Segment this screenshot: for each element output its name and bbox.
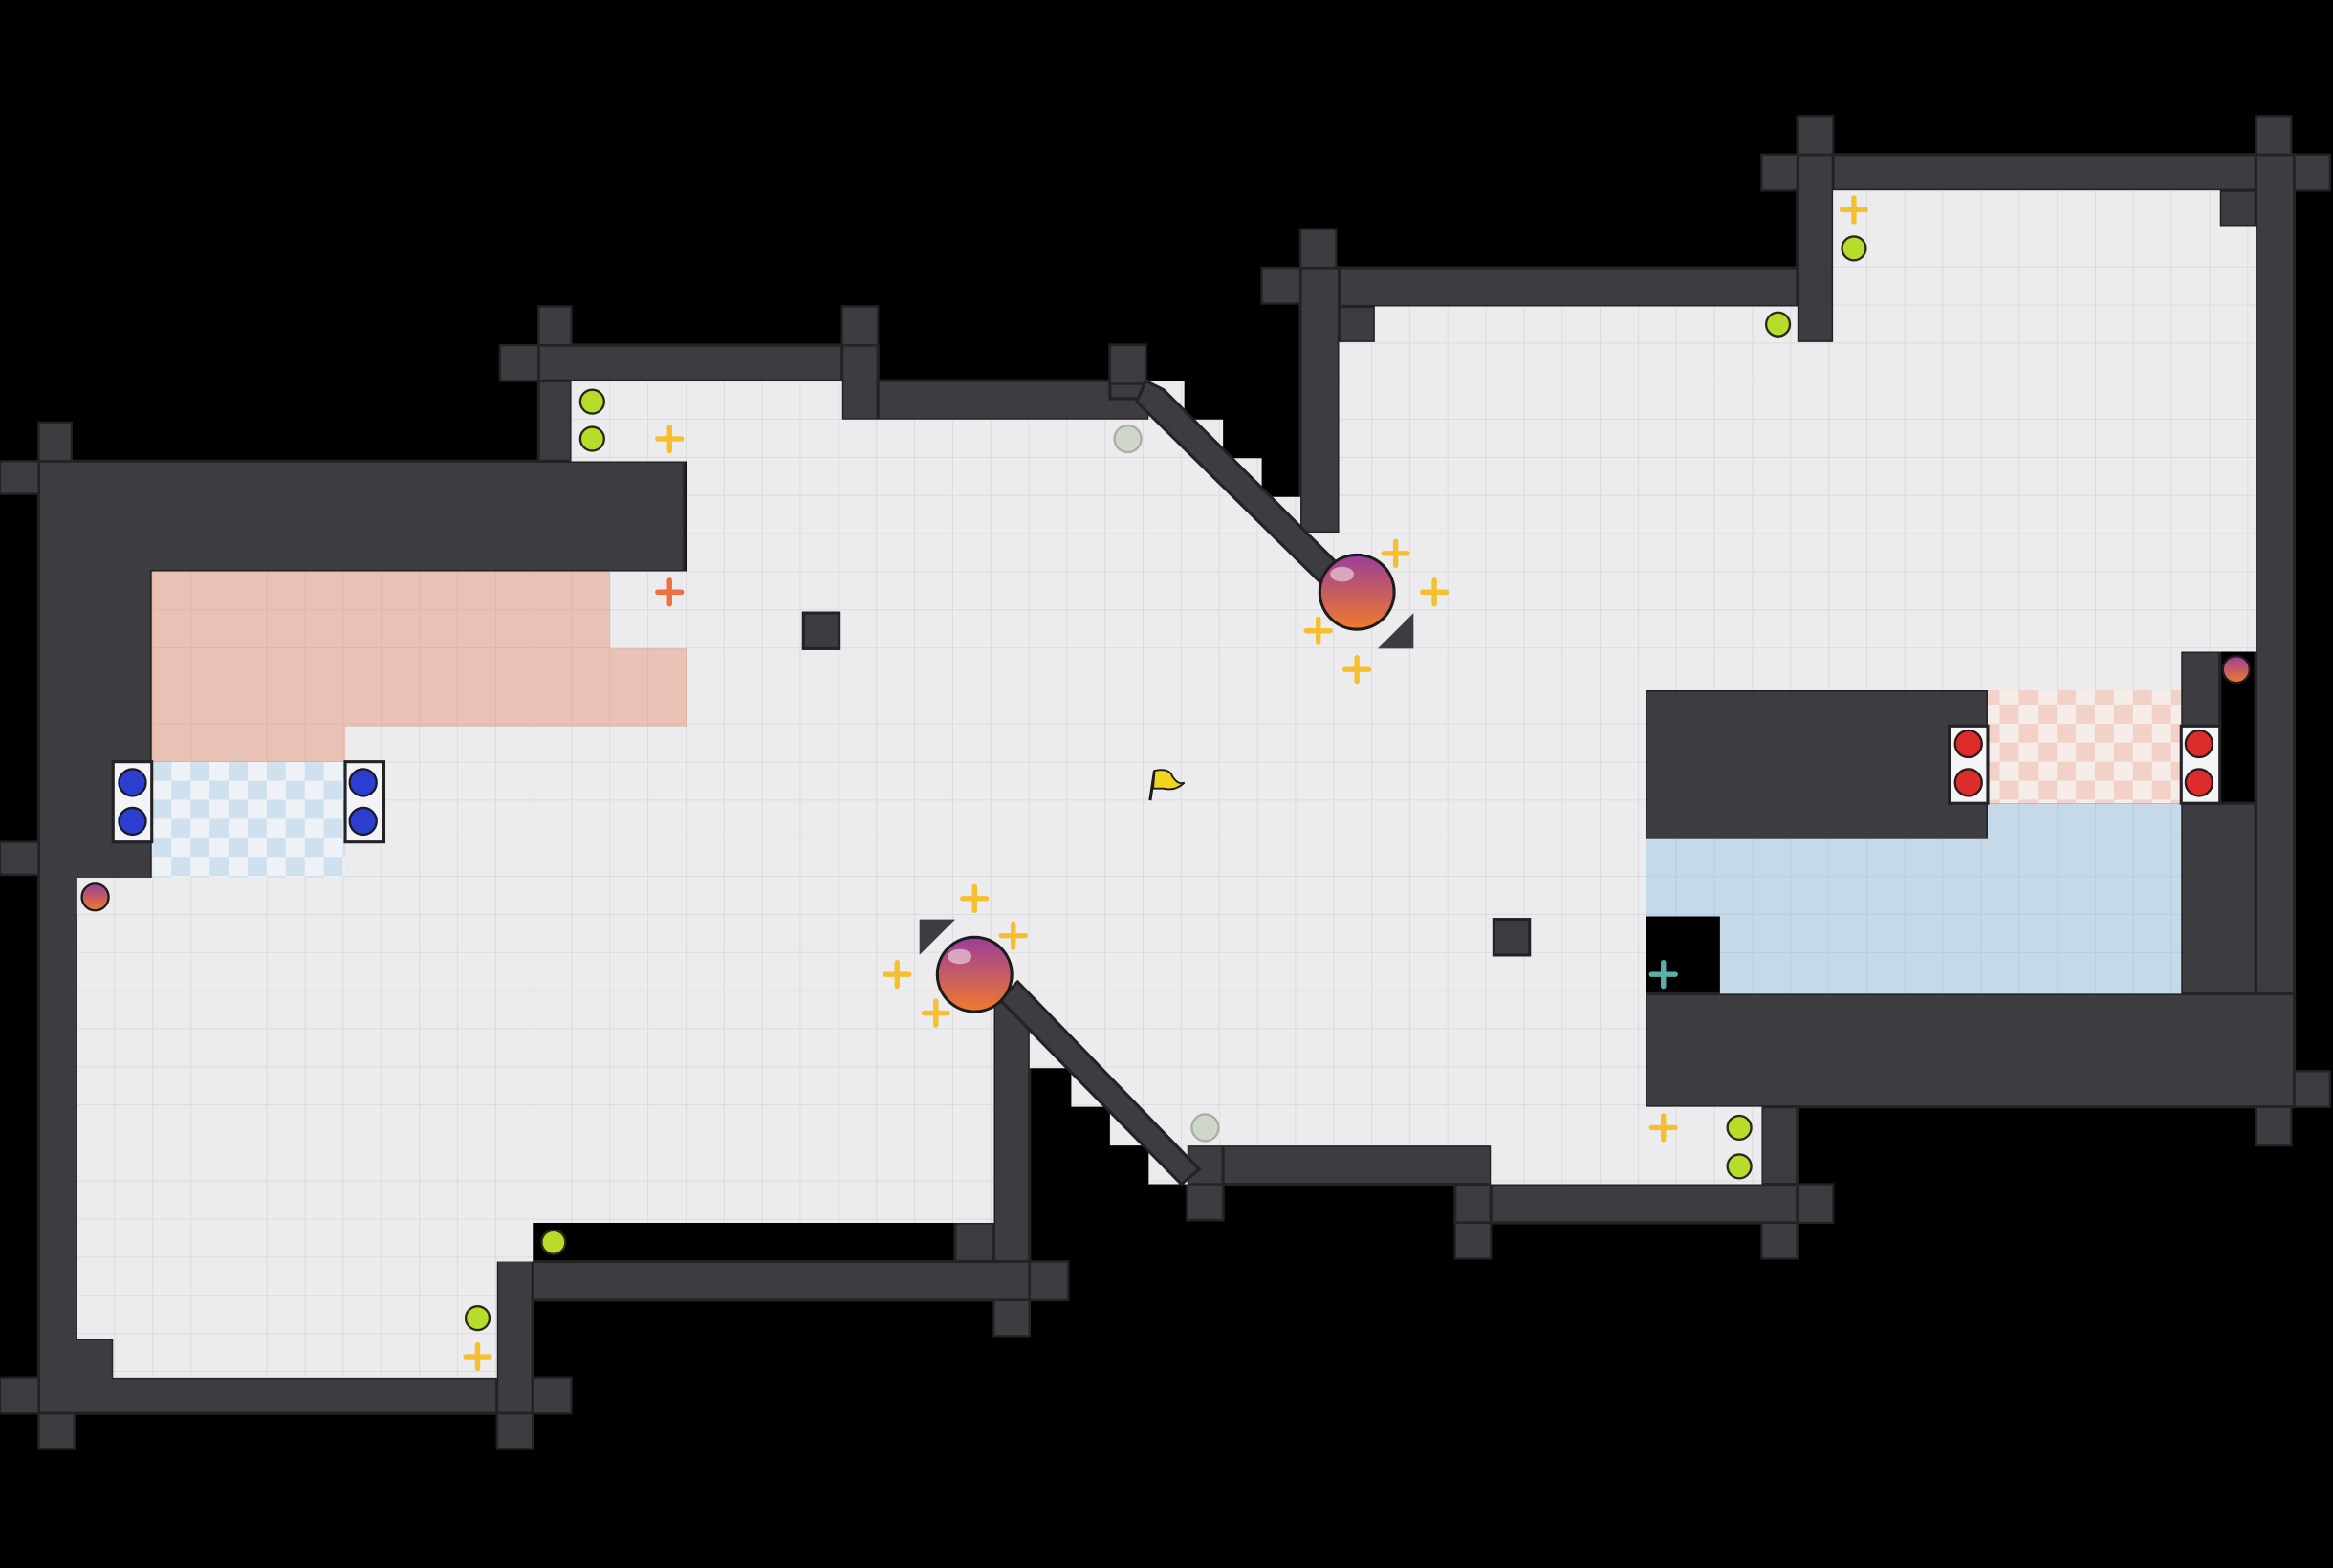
yellow-boost-icon	[1303, 616, 1333, 645]
yellow-boost-icon	[921, 998, 950, 1028]
green-bombs	[464, 235, 1867, 1332]
yellow-boost-icon	[960, 883, 990, 913]
yellow-flag-icon	[1148, 769, 1186, 801]
red-team-zone	[151, 571, 687, 762]
teal-boost-icon	[1648, 959, 1678, 990]
bomb	[578, 425, 605, 452]
boosts	[463, 195, 1869, 1372]
yellow-boost-icon	[1381, 538, 1410, 568]
mini-ball-left	[80, 882, 110, 912]
yellow-boost-icon	[998, 921, 1028, 950]
wall-top-mid-post	[840, 343, 880, 422]
bumper-ball-lower	[935, 935, 1014, 1013]
blue-gate-markers	[118, 768, 378, 837]
bumper-ball-upper	[1318, 553, 1396, 631]
walls	[36, 153, 2297, 1415]
wall-bottom-left-right	[992, 1001, 1032, 1302]
block-right	[1492, 918, 1532, 957]
wall-right-bottom	[1644, 991, 2297, 1109]
wall-posts	[0, 115, 2332, 1450]
blue-team-zone	[1646, 803, 2182, 994]
bomb	[1841, 235, 1867, 262]
red-checker-zone	[1987, 689, 2182, 804]
bomb	[578, 388, 605, 415]
powerup-spot	[1113, 424, 1143, 454]
wall-far-right-top	[1796, 153, 2297, 192]
wall-upper-right-left	[1298, 266, 1341, 534]
bomb	[464, 1304, 491, 1332]
wall-upper-right-notch	[1337, 304, 1377, 344]
corner-wedge-lower	[919, 919, 956, 955]
wall-far-right-notch	[2218, 188, 2257, 229]
wall-right-notch-a	[2179, 649, 2222, 728]
bomb	[1726, 1114, 1753, 1142]
yellow-boost-icon	[1419, 577, 1450, 607]
floor-strip	[610, 571, 687, 649]
mini-ball-right	[2221, 655, 2252, 685]
yellow-boost-icon	[883, 959, 912, 990]
bomb	[540, 1229, 567, 1255]
yellow-boost-icon	[1648, 1113, 1678, 1143]
wall-right-notch-b	[2179, 801, 2257, 999]
wall-upper-right-top	[1298, 266, 1874, 309]
wall-top-mid	[840, 379, 1150, 422]
powerup-spots	[1113, 424, 1220, 1143]
bomb	[1764, 311, 1792, 338]
red-boost-icon	[655, 577, 685, 607]
yellow-boost-icon	[463, 1341, 492, 1372]
wall-top-left-b	[536, 343, 880, 382]
wall-bottom-left-base	[459, 1259, 1032, 1302]
blue-checker-zone	[151, 761, 346, 879]
wall-right-inner-block	[1644, 688, 1990, 841]
wall-far-right-side	[2254, 153, 2297, 1109]
bomb	[1726, 1153, 1753, 1180]
wall-far-right-left	[1796, 153, 1835, 344]
block-left	[801, 611, 841, 650]
red-gate-markers	[1953, 729, 2214, 797]
yellow-boost-icon	[1342, 655, 1372, 685]
wall-bottom-left-step2	[953, 1221, 996, 1264]
yellow-boost-icon	[1839, 195, 1869, 225]
diagonal-wall-lower	[997, 979, 1202, 1187]
yellow-boost-icon	[655, 424, 685, 454]
wall-bottom-mid	[1186, 1143, 1493, 1187]
wall-bottom-right	[1453, 1183, 1799, 1225]
powerup-spot	[1190, 1113, 1220, 1143]
